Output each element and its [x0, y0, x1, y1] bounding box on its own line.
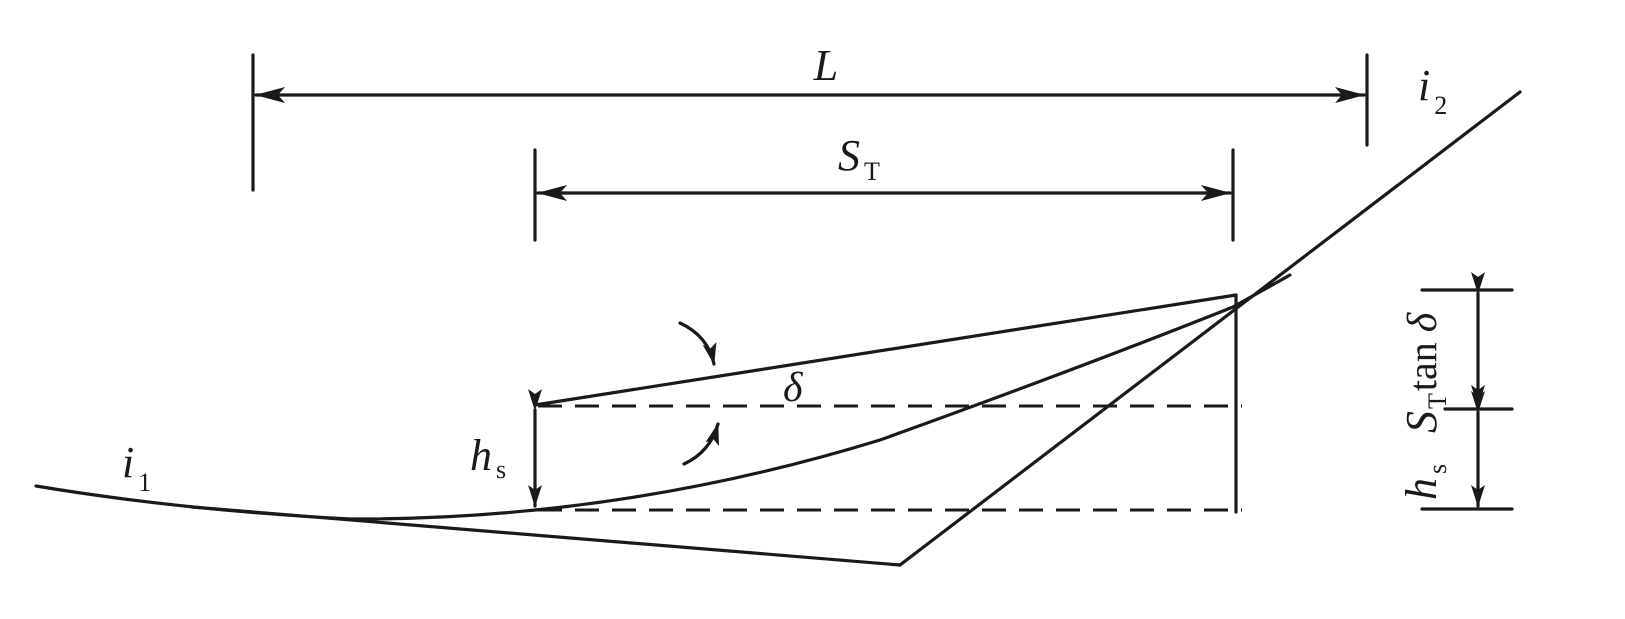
right-dimensions: STtanδ hs [1397, 272, 1514, 511]
angle-arrow-upper [678, 321, 717, 366]
angle-arrow-lower [682, 422, 720, 466]
right-height-label: hs [1397, 464, 1452, 500]
right-offset-label: STtanδ [1397, 311, 1452, 433]
vertical-curve [34, 273, 1292, 521]
angle-label: δ [783, 365, 804, 411]
length-label: L [813, 41, 838, 90]
sight-line [533, 293, 1238, 407]
outgoing-grade-line [898, 90, 1522, 567]
length-dimension: L [251, 41, 1369, 192]
